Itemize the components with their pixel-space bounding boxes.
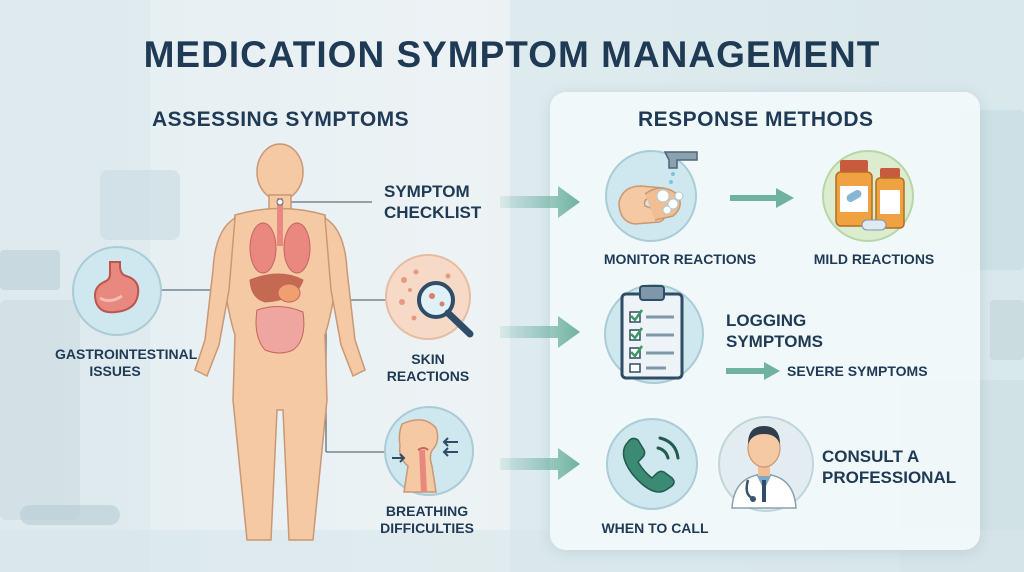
symptom-checklist-label: SYMPTOM CHECKLIST xyxy=(384,182,482,222)
human-body-icon xyxy=(194,143,366,541)
clipboard-checklist-icon xyxy=(620,285,684,380)
consult-professional-label: CONSULT A PROFESSIONAL xyxy=(822,447,957,487)
logging-symptoms-label: LOGGING SYMPTOMS xyxy=(726,311,823,351)
when-to-call-label: WHEN TO CALL xyxy=(601,520,709,536)
magnifier-skin-icon xyxy=(399,269,474,338)
arrow-right-icon xyxy=(730,188,794,208)
hand-washing-icon xyxy=(618,151,698,225)
stomach-icon xyxy=(94,261,140,314)
page-title: MEDICATION SYMPTOM MANAGEMENT xyxy=(143,34,881,75)
monitor-reactions-label: MONITOR REACTIONS xyxy=(603,251,757,267)
flow-arrow-checklist xyxy=(500,186,580,218)
throat-icon xyxy=(392,419,458,493)
doctor-icon xyxy=(731,426,797,509)
when-to-call-icon-circle xyxy=(606,418,698,510)
skin-reactions-label: SKIN REACTIONS xyxy=(386,351,470,384)
response-methods-heading: RESPONSE METHODS xyxy=(638,108,874,131)
mild-reactions-label: MILD REACTIONS xyxy=(813,251,935,267)
assessing-symptoms-heading: ASSESSING SYMPTOMS xyxy=(152,108,410,131)
flow-arrow-breathing xyxy=(500,448,580,480)
phone-icon xyxy=(622,436,680,493)
severe-symptoms-label: SEVERE SYMPTOMS xyxy=(787,363,928,379)
gastrointestinal-issues-label: GASTROINTESTINAL ISSUES xyxy=(55,346,198,379)
flow-arrow-skin xyxy=(500,316,580,348)
medicine-bottles-icon xyxy=(835,160,905,231)
breathing-difficulties-label: BREATHING DIFFICULTIES xyxy=(380,503,474,536)
arrow-right-icon xyxy=(726,362,780,380)
